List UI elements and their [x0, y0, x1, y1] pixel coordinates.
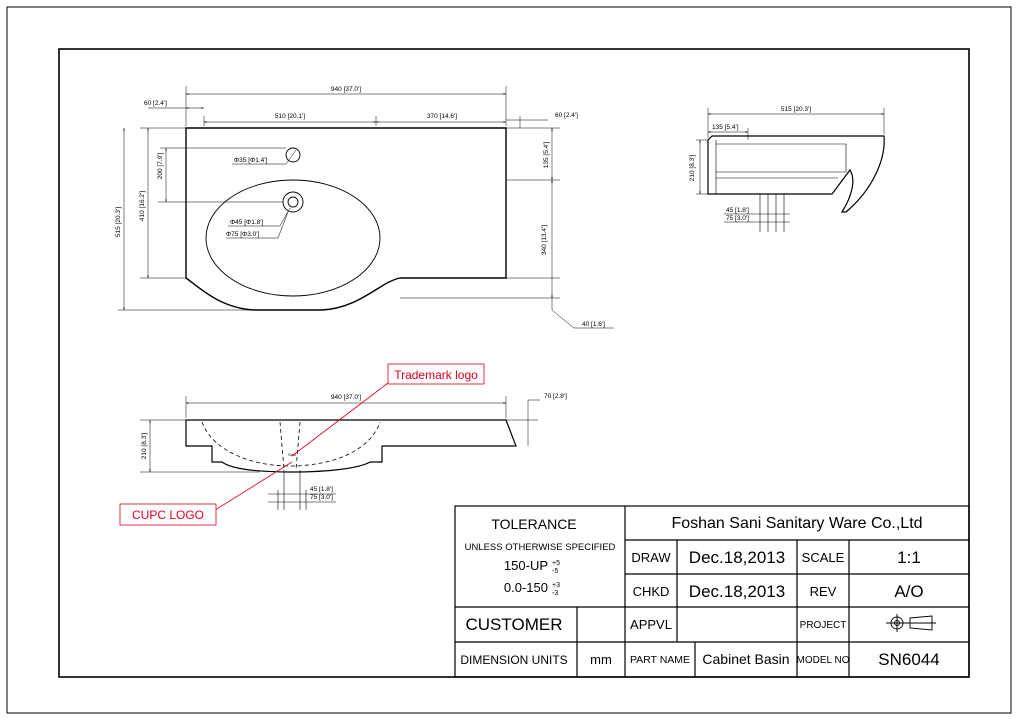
plan-view: 940 [37.0'] 510 [20.1'] 370 [14.6'] 60 […: [115, 86, 614, 329]
front-dim-drain-75: 75 [3.0']: [310, 494, 333, 501]
dim-depth-515: 515 [20.3']: [115, 207, 122, 237]
faucet-hole: [285, 147, 301, 163]
side-dim-drain-45: 45 [1.8']: [726, 207, 749, 214]
front-view: 940 [37.0'] 70 [2.8'] 210 [8.3'] 45 [1.8…: [140, 393, 567, 510]
title-block-text: TOLERANCE UNLESS OTHERWISE SPECIFIED 150…: [460, 515, 939, 669]
model-no-value: SN6044: [878, 650, 939, 669]
front-dim-top-70: 70 [2.8']: [544, 393, 567, 400]
scale-value: 1:1: [897, 548, 921, 567]
dim-drain-75: Φ75 [Φ3.0']: [226, 231, 259, 238]
dimension-units-value: mm: [590, 652, 612, 667]
cupc-logo-box: [119, 503, 217, 526]
callouts: Trademark logo CUPC LOGO: [119, 363, 485, 526]
tolerance-minus-2: -3: [552, 590, 558, 597]
trademark-logo-box: [387, 363, 485, 385]
basin-outline: [185, 127, 507, 311]
side-view: 515 [20.3'] 135 [5.4'] 210 [8.3'] 45 [1.…: [689, 106, 885, 232]
side-profile: [707, 135, 885, 213]
dimension-units-label: DIMENSION UNITS: [460, 653, 567, 667]
dim-overall-width: 940 [37.0']: [331, 86, 361, 93]
bowl-hidden: [201, 421, 381, 467]
dim-bottom-40: 40 [1.6']: [582, 321, 605, 328]
dim-right-part: 370 [14.6']: [427, 113, 457, 120]
trademark-logo-label: Trademark logo: [394, 368, 478, 382]
dim-depth-410: 410 [16.2']: [139, 191, 146, 221]
title-block: [454, 505, 970, 678]
front-dim-drain-45: 45 [1.8']: [310, 486, 333, 493]
tolerance-heading: TOLERANCE: [491, 516, 576, 532]
tolerance-plus-1: +5: [552, 560, 560, 567]
dim-right-offset: 60 [2.4']: [555, 112, 578, 119]
dim-center-to-hole: 510 [20.1']: [275, 113, 305, 120]
scale-label: SCALE: [802, 550, 845, 565]
tolerance-range-2: 0.0-150: [504, 580, 548, 595]
drain-inner: [287, 196, 299, 208]
bowl-oval: [205, 179, 381, 297]
tolerance-minus-1: -5: [552, 568, 558, 575]
side-dim-drain-75: 75 [3.0']: [726, 215, 749, 222]
rev-label: REV: [810, 584, 837, 599]
chkd-label: CHKD: [633, 584, 670, 599]
part-name-value: Cabinet Basin: [702, 651, 789, 667]
side-dim-depth-515: 515 [20.3']: [781, 106, 811, 113]
dim-hole-down: 200 [7.9']: [157, 153, 164, 180]
tolerance-unless: UNLESS OTHERWISE SPECIFIED: [465, 542, 616, 553]
model-no-label: MODEL NO: [797, 655, 850, 666]
draw-date: Dec.18,2013: [689, 548, 785, 567]
chkd-date: Dec.18,2013: [689, 582, 785, 601]
dim-faucet-hole: Φ35 [Φ1.4']: [234, 157, 267, 164]
dim-drain-45: Φ45 [Φ1.8']: [230, 219, 263, 226]
drain-outer: [282, 191, 304, 213]
draw-label: DRAW: [631, 550, 671, 565]
cupc-logo-label: CUPC LOGO: [132, 508, 204, 522]
appvl-label: APPVL: [630, 617, 672, 632]
side-dim-top-135: 135 [5.4']: [712, 124, 739, 131]
projection-symbol-icon: [886, 614, 936, 632]
side-dim-height-210: 210 [8.3']: [689, 155, 696, 182]
outer-border: [6, 6, 1012, 714]
rev-value: A/O: [894, 582, 923, 601]
project-label: PROJECT: [800, 620, 847, 631]
tolerance-plus-2: +3: [552, 582, 560, 589]
company-name: Foshan Sani Sanitary Ware Co.,Ltd: [671, 515, 922, 532]
dim-right-135: 135 [5.4']: [543, 142, 550, 169]
front-outline: [185, 419, 517, 473]
dim-left-offset: 60 [2.4']: [144, 100, 167, 107]
small-logo-mark: Sani: [288, 452, 296, 457]
front-dim-overall-width: 940 [37.0']: [331, 394, 361, 401]
front-dim-height-210: 210 [8.3']: [141, 433, 148, 460]
customer-label: CUSTOMER: [466, 615, 563, 634]
part-name-label: PART NAME: [630, 654, 690, 666]
dim-right-340: 340 [13.4']: [541, 225, 548, 255]
tolerance-range-1: 150-UP: [504, 558, 548, 573]
